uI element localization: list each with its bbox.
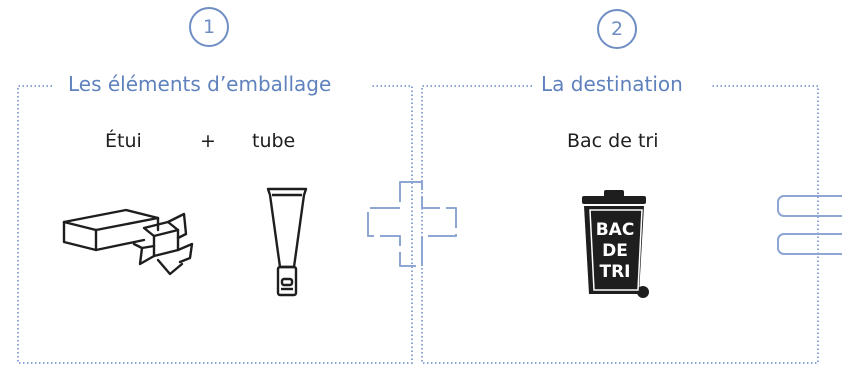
step-1-badge: 1 [189, 7, 229, 47]
bin-text-line-1: BAC [596, 220, 635, 240]
item-label-etui: Étui [105, 130, 142, 152]
big-plus-icon [367, 181, 457, 267]
step-1-number: 1 [202, 16, 216, 38]
section-2-title: La destination [535, 72, 689, 96]
bin-text-line-3: TRI [599, 262, 630, 282]
recycling-bin-icon: BAC DE TRI [582, 190, 649, 298]
section-2-frame [421, 85, 819, 364]
item-label-bac-de-tri: Bac de tri [567, 130, 659, 152]
step-2-number: 2 [610, 18, 624, 40]
section-1-frame [17, 85, 413, 364]
step-2-badge: 2 [597, 9, 637, 49]
plus-operator: + [200, 130, 216, 152]
section-1-title: Les éléments d’emballage [62, 72, 338, 96]
carton-box-icon [62, 208, 194, 276]
tube-icon [266, 187, 308, 297]
item-label-tube: tube [252, 130, 296, 152]
equals-icon [777, 195, 842, 255]
bin-text-line-2: DE [602, 241, 628, 261]
